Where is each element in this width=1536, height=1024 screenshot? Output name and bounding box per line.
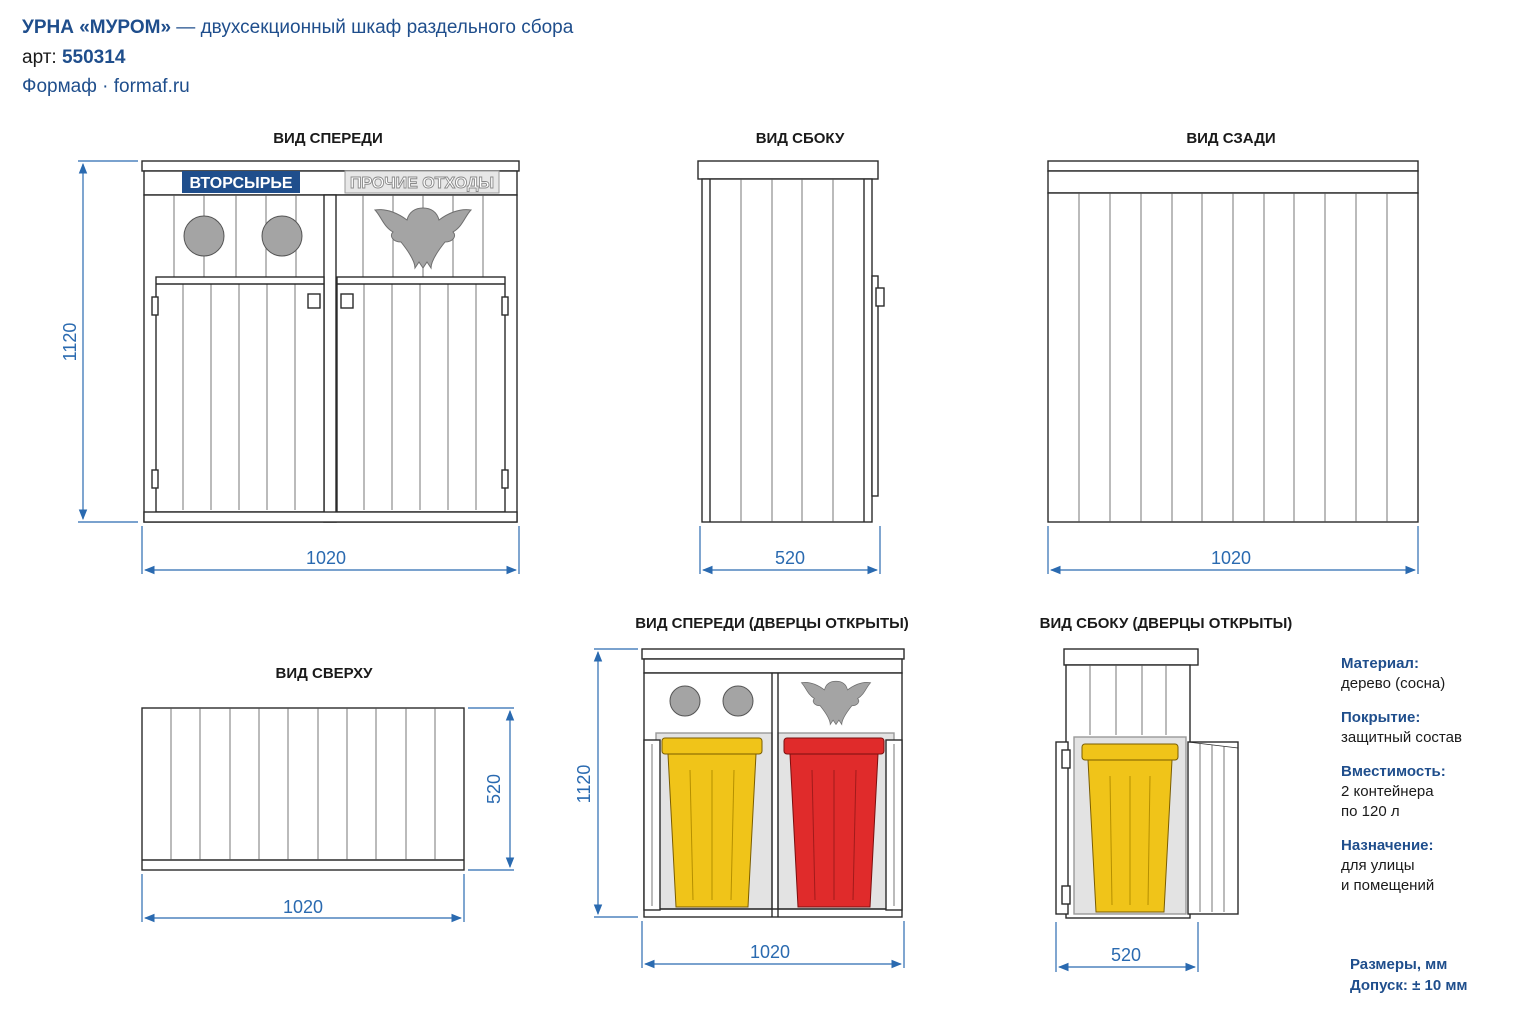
other-waste-sign <box>344 170 500 194</box>
drop-hole-left <box>183 215 225 257</box>
spec-value: для улицы и помещений <box>1341 857 1435 894</box>
front-width-dimension: 1020 <box>306 548 346 568</box>
top-depth-dimension: 520 <box>484 774 504 804</box>
spec-value: защитный состав <box>1341 729 1462 746</box>
product-subtitle: — двухсекционный шкаф раздельного сбора <box>171 17 574 38</box>
drop-hole-right <box>261 215 303 257</box>
manufacturer-link[interactable]: Формаф · formaf.ru <box>22 76 190 97</box>
front-open-view-title: ВИД СПЕРЕДИ (ДВЕРЦЫ ОТКРЫТЫ) <box>635 615 909 632</box>
article-line: арт: 550314 <box>22 47 125 69</box>
units-note: Размеры, мм <box>1350 956 1448 973</box>
front-open-height-dimension: 1120 <box>574 765 594 804</box>
front-height-dimension: 1120 <box>60 323 80 362</box>
side-open-view-title: ВИД СБОКУ (ДВЕРЦЫ ОТКРЫТЫ) <box>1040 615 1293 632</box>
spec-label: Покрытие: <box>1341 709 1421 726</box>
spec-label: Назначение: <box>1341 837 1434 854</box>
spec-material: Материал: дерево (сосна) <box>1341 654 1531 694</box>
article-number: 550314 <box>61 47 126 68</box>
top-width-dimension: 1020 <box>283 897 323 917</box>
front-view-title: ВИД СПЕРЕДИ <box>273 130 383 147</box>
drop-hole-right <box>722 685 754 717</box>
spec-label: Вместимость: <box>1341 763 1446 780</box>
spec-capacity: Вместимость: 2 контейнера по 120 л <box>1341 762 1531 822</box>
front-open-graphics <box>661 680 885 908</box>
spec-coating: Покрытие: защитный состав <box>1341 708 1531 748</box>
recycle-sign-text: ВТОРСЫРЬЕ <box>189 175 292 192</box>
side-view <box>697 160 885 523</box>
side-open-width-dimension: 520 <box>1111 945 1141 965</box>
tolerance-note: Допуск: ± 10 мм <box>1350 977 1468 994</box>
side-open-yellow-bin <box>1081 743 1179 913</box>
spec-value: дерево (сосна) <box>1341 675 1446 692</box>
back-view-title: ВИД СЗАДИ <box>1186 130 1275 147</box>
drop-hole-left <box>669 685 701 717</box>
recycle-sign <box>182 171 300 193</box>
page-header: УРНА «МУРОМ» — двухсекционный шкаф разде… <box>22 17 573 39</box>
top-view <box>141 707 465 871</box>
front-view-graphics: ВТОРСЫРЬЕ ПРОЧИЕ ОТХОДЫ <box>182 170 500 269</box>
specs-panel: Материал: дерево (сосна) Покрытие: защит… <box>1341 654 1531 910</box>
front-open-width-dimension: 1020 <box>750 942 790 962</box>
back-view <box>1047 160 1419 523</box>
spec-label: Материал: <box>1341 655 1419 672</box>
other-waste-sign-text: ПРОЧИЕ ОТХОДЫ <box>350 175 494 192</box>
spec-value: 2 контейнера по 120 л <box>1341 783 1434 820</box>
side-view-title: ВИД СБОКУ <box>756 130 845 147</box>
back-width-dimension: 1020 <box>1211 548 1251 568</box>
spec-purpose: Назначение: для улицы и помещений <box>1341 836 1531 896</box>
side-width-dimension: 520 <box>775 548 805 568</box>
red-bin <box>783 737 885 908</box>
product-title: УРНА «МУРОМ» <box>22 17 172 38</box>
yellow-bin <box>661 737 763 908</box>
article-label: арт: <box>22 47 62 68</box>
top-view-title: ВИД СВЕРХУ <box>276 665 374 682</box>
